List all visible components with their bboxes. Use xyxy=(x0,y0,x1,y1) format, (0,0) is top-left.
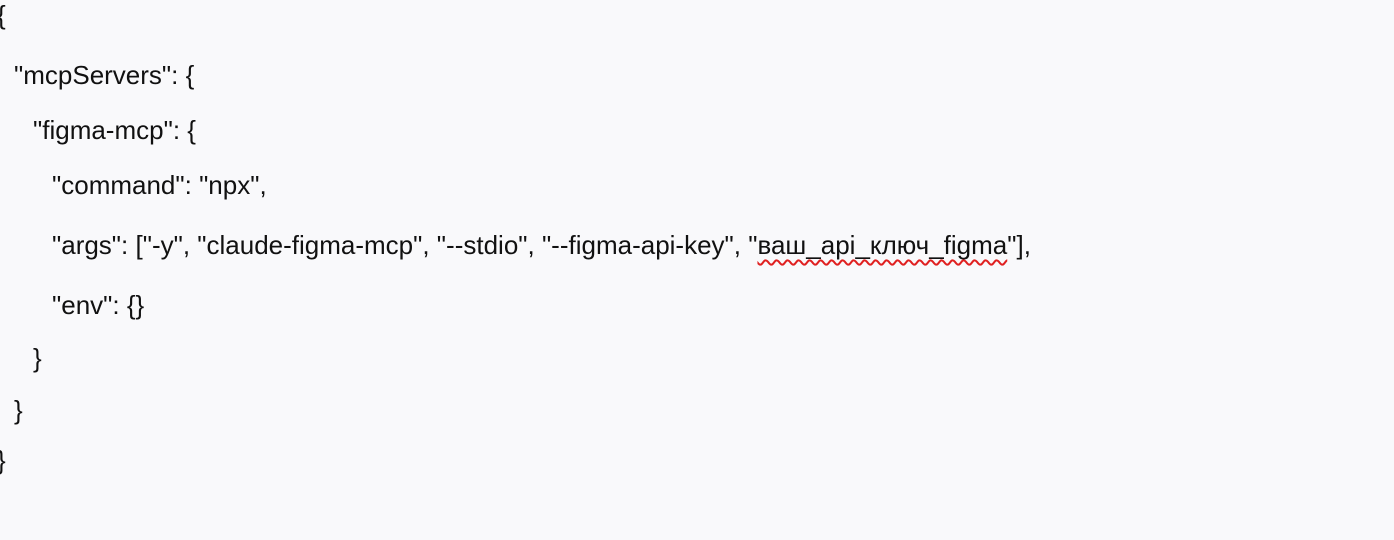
code-line-figma-mcp: "figma-mcp": { xyxy=(33,115,196,145)
args-prefix: "args": ["-y", "claude-figma-mcp", "--st… xyxy=(52,230,758,260)
code-line-close-figma-mcp: } xyxy=(33,343,42,373)
misspelled-api-key-value[interactable]: ваш_api_ключ_figma xyxy=(757,230,1008,260)
code-line-command: "command": "npx", xyxy=(52,170,267,200)
code-line-env: "env": {} xyxy=(52,290,145,320)
code-line-open-brace: { xyxy=(0,0,6,43)
code-line-args: "args": ["-y", "claude-figma-mcp", "--st… xyxy=(52,217,1031,273)
code-line-close-mcpservers: } xyxy=(14,395,23,425)
code-line-close-root: } xyxy=(0,432,6,488)
args-suffix: "], xyxy=(1007,230,1031,260)
code-line-mcpservers: "mcpServers": { xyxy=(14,60,195,90)
